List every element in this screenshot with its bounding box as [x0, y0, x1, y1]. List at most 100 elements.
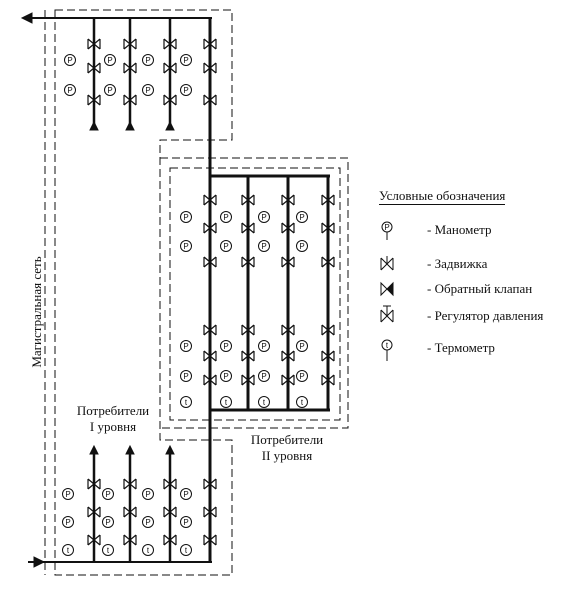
gate-valve-icon [163, 534, 177, 546]
pressure-gauge-icon [258, 370, 270, 382]
pressure-gauge-icon-letter: P [223, 342, 228, 351]
supply-arrow-icon [20, 12, 33, 24]
legend-label-gate-valve: - Задвижка [427, 256, 488, 271]
gate-valve-icon [123, 506, 137, 518]
gate-valve-icon [241, 222, 255, 234]
gate-valve-icon [281, 374, 295, 386]
gate-valve-icon [281, 194, 295, 206]
legend-item-pressure-gauge: P - Манометр [375, 219, 580, 241]
legend-item-gate-valve: - Задвижка [375, 253, 580, 275]
gate-valve-icon [163, 38, 177, 50]
pressure-gauge-icon-letter: P [299, 242, 304, 251]
gate-valve-icon [87, 62, 101, 74]
gate-valve-icon [281, 222, 295, 234]
pressure-gauge-icon [180, 370, 192, 382]
pressure-gauge-icon [104, 54, 116, 66]
gate-valve-icon [321, 222, 335, 234]
pressure-gauge-icon-letter: P [105, 490, 110, 499]
pressure-gauge-icon-letter: P [223, 372, 228, 381]
pressure-gauge-icon [62, 516, 74, 528]
pressure-gauge-icon [258, 240, 270, 252]
svg-text:t: t [386, 341, 389, 350]
pressure-gauge-icon-letter: P [107, 86, 112, 95]
return-arrow-icon [33, 556, 46, 568]
pressure-gauge-icon-letter: P [65, 490, 70, 499]
pressure-gauge-icon-letter: P [183, 518, 188, 527]
pressure-gauge-icon-letter: P [145, 518, 150, 527]
gate-valve-icon [123, 478, 137, 490]
thermometer-icon [296, 396, 308, 408]
level-2-dashed-boundary-outer [160, 157, 349, 429]
thermometer-icon-letter: t [185, 398, 188, 407]
pressure-gauge-icon-letter: P [67, 86, 72, 95]
pressure-gauge-icon [180, 84, 192, 96]
gate-valve-icon [87, 94, 101, 106]
pressure-gauge-icon-letter: P [261, 242, 266, 251]
pressure-gauge-icon-letter: P [105, 518, 110, 527]
thermometer-icon [180, 396, 192, 408]
gate-valve-icon [281, 256, 295, 268]
gate-valve-icon [241, 350, 255, 362]
pressure-gauge-icon-letter: P [261, 342, 266, 351]
gate-valve-icon [241, 324, 255, 336]
thermometer-icon-letter: t [263, 398, 266, 407]
gate-valve-icon [241, 194, 255, 206]
gate-valve-icon [87, 534, 101, 546]
pressure-gauge-icon [102, 488, 114, 500]
pressure-gauge-icon [142, 84, 154, 96]
pressure-gauge-icon [220, 240, 232, 252]
gate-valve-icon [87, 506, 101, 518]
thermometer-icon: t [381, 339, 393, 361]
gate-valve-icon [321, 350, 335, 362]
pressure-regulator-icon [380, 305, 394, 323]
pressure-gauge-icon: P [381, 221, 393, 240]
pressure-gauge-icon-letter: P [223, 242, 228, 251]
pressure-gauge-icon-letter: P [261, 372, 266, 381]
pressure-gauge-icon-letter: P [65, 518, 70, 527]
gate-valve-icon [203, 506, 217, 518]
thermometer-icon [102, 544, 114, 556]
gate-valve-icon [203, 534, 217, 546]
svg-text:P: P [384, 223, 389, 232]
pressure-gauge-icon-letter: P [183, 490, 188, 499]
flow-arrow-icon [125, 120, 135, 131]
pressure-gauge-icon [62, 488, 74, 500]
gate-valve-icon [203, 222, 217, 234]
gate-valve-icon [203, 38, 217, 50]
pressure-gauge-icon [180, 211, 192, 223]
pressure-gauge-icon-letter: P [183, 213, 188, 222]
pressure-gauge-icon [180, 488, 192, 500]
pressure-gauge-icon [142, 54, 154, 66]
pressure-gauge-icon-letter: P [183, 56, 188, 65]
gate-valve-icon [123, 62, 137, 74]
pressure-gauge-icon [180, 240, 192, 252]
pressure-gauge-icon [180, 516, 192, 528]
pressure-gauge-icon [296, 340, 308, 352]
gate-valve-icon [203, 256, 217, 268]
flow-arrow-icon [125, 444, 135, 455]
consumers-level-1-label: Потребители I уровня [58, 403, 168, 435]
gate-valve-icon [203, 350, 217, 362]
gate-valve-icon [163, 506, 177, 518]
level-1-dashed-boundary [44, 9, 233, 576]
pressure-gauge-icon-letter: P [183, 372, 188, 381]
gate-valve-icon [163, 62, 177, 74]
pressure-gauge-icon [258, 211, 270, 223]
legend-label-thermometer: - Термометр [427, 340, 495, 355]
pressure-gauge-icon [180, 54, 192, 66]
pressure-gauge-icon-letter: P [183, 342, 188, 351]
gate-valve-icon [203, 94, 217, 106]
pressure-gauge-icon [102, 516, 114, 528]
pressure-gauge-icon [64, 54, 76, 66]
pressure-gauge-icon-letter: P [299, 213, 304, 222]
pressure-gauge-icon-letter: P [145, 86, 150, 95]
gate-valve-icon [87, 478, 101, 490]
thermometer-icon-letter: t [147, 546, 150, 555]
legend-item-check-valve: - Обратный клапан [375, 278, 580, 300]
gate-valve-icon [203, 324, 217, 336]
gate-valve-icon [380, 256, 394, 271]
flow-arrow-icon [165, 120, 175, 131]
pressure-gauge-icon-letter: P [299, 342, 304, 351]
consumers-level-2-line-2: II уровня [261, 448, 313, 463]
